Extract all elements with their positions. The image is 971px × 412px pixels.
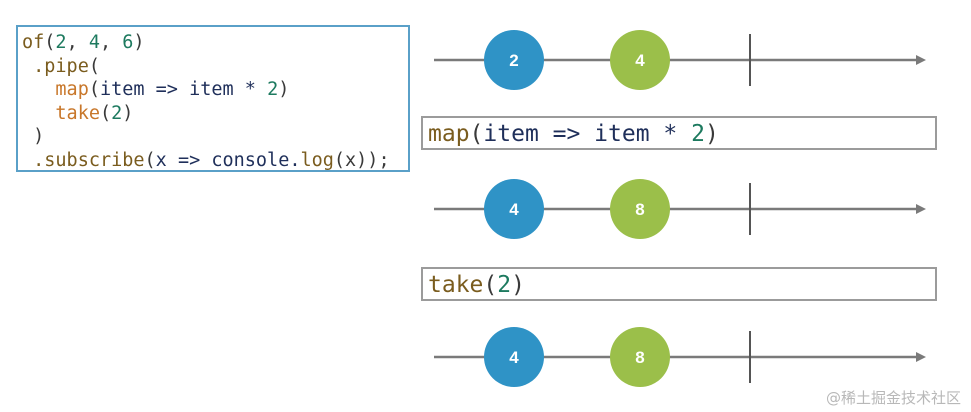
code-token: ) (133, 32, 145, 53)
marble-label: 8 (635, 200, 644, 219)
code-token: ) (511, 272, 525, 298)
code-token: take (428, 272, 484, 298)
code-token: .pipe (33, 55, 89, 77)
marble (484, 30, 544, 90)
code-token: 2 (497, 272, 512, 298)
code-token: 2 (691, 121, 705, 147)
operator-take-box: take(2) (421, 267, 937, 301)
code-token: ) (122, 102, 134, 124)
code-token: ) (22, 126, 45, 147)
code-line-1: of(2, 4, 6) (22, 31, 390, 55)
marble-label: 4 (509, 348, 519, 367)
code-line-2: .pipe( (22, 55, 390, 79)
code-token: 2 (55, 32, 67, 53)
operator-take-text: take(2) (428, 270, 525, 300)
code-token: ( (88, 79, 100, 100)
code-token: take (55, 102, 100, 124)
code-token: ( (469, 121, 484, 147)
code-panel: of(2, 4, 6) .pipe( map(item => item * 2)… (16, 25, 410, 172)
code-token: 2 (267, 79, 279, 100)
code-token: item => item * (99, 79, 268, 100)
arrowhead-icon (916, 352, 926, 362)
code-token: 6 (122, 32, 134, 53)
code-token: ( (483, 272, 498, 298)
operator-map-box: map(item => item * 2) (421, 116, 937, 150)
marble (610, 179, 670, 239)
code-token: map (55, 79, 89, 100)
code-token: ( (99, 102, 112, 124)
marble (610, 30, 670, 90)
code-block: of(2, 4, 6) .pipe( map(item => item * 2)… (22, 31, 390, 172)
code-line-6: .subscribe(x => console.log(x)); (22, 149, 390, 173)
code-token: item => item * (483, 121, 692, 147)
code-token: ( (144, 149, 156, 171)
code-token: .subscribe (33, 149, 145, 171)
operator-map-text: map(item => item * 2) (428, 119, 719, 149)
code-token: 2 (111, 102, 123, 124)
code-token: ) (278, 79, 290, 100)
arrowhead-icon (916, 204, 926, 214)
code-token: ) (704, 121, 719, 147)
code-token: of (22, 32, 45, 53)
code-token: 4 (88, 32, 100, 53)
watermark: @稀土掘金技术社区 (825, 389, 961, 407)
marble-label: 4 (635, 51, 645, 70)
code-token: ( (88, 55, 100, 77)
code-token: map (428, 121, 470, 147)
code-line-3: map(item => item * 2) (22, 78, 390, 102)
marble (484, 179, 544, 239)
arrowhead-icon (916, 55, 926, 65)
marble-label: 8 (635, 348, 644, 367)
code-token: log (300, 149, 334, 171)
marble-label: 4 (509, 200, 519, 219)
code-line-5: ) (22, 125, 390, 149)
code-line-4: take(2) (22, 102, 390, 126)
code-token: , (66, 32, 89, 53)
code-token: ( (44, 32, 56, 53)
code-token: x => console. (155, 149, 301, 171)
code-token: , (99, 32, 123, 53)
marble (484, 327, 544, 387)
code-token: (x)); (333, 149, 390, 171)
marble (610, 327, 670, 387)
marble-label: 2 (509, 51, 518, 70)
